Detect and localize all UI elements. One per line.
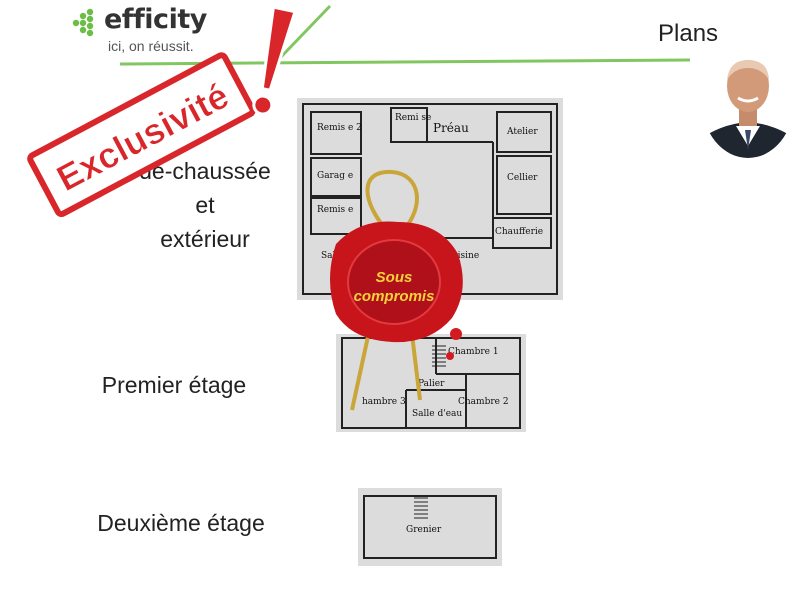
second-floor-plan: Grenier — [358, 488, 502, 566]
first-floor-plan: Chambre 1 Palier hambre 3 Chambre 2 Sall… — [336, 334, 526, 432]
efficity-logo: efficity ici, on réussit. — [70, 4, 220, 56]
room-cuisine: Cuisine — [445, 251, 479, 261]
logo-dots-icon — [72, 8, 94, 37]
brand-name: efficity — [104, 4, 207, 35]
seal-line1: Sous — [375, 269, 413, 286]
room-remise2: Remis e 2 — [317, 123, 362, 133]
room-remise: Remi se — [395, 113, 431, 123]
seal-line2: compromis — [353, 288, 435, 305]
brand-tagline: ici, on réussit. — [108, 38, 194, 54]
room-palier: Palier — [418, 379, 445, 389]
room-remise3: Remis e — [317, 205, 353, 215]
agent-avatar — [702, 46, 794, 158]
seal-text: Sous compromis — [344, 268, 444, 306]
room-chambre1: Chambre 1 — [448, 347, 499, 357]
room-preau: Préau — [433, 121, 469, 135]
first-floor-label: Premier étage — [101, 372, 247, 398]
room-chaufferie: Chaufferie — [495, 227, 543, 237]
room-cellier: Cellier — [507, 173, 538, 183]
room-chambre2: Chambre 2 — [458, 397, 509, 407]
room-salle-eau: Salle d'eau — [412, 409, 462, 419]
second-floor-label: Deuxième étage — [97, 510, 265, 536]
ground-floor-label-line2: et — [195, 192, 215, 218]
page-title: Plans — [658, 20, 719, 47]
room-salle: Sal — [321, 251, 336, 261]
room-grenier: Grenier — [406, 525, 442, 535]
exclusivite-stamp: Exclusivité — [27, 5, 297, 218]
room-chambre3: hambre 3 — [362, 397, 406, 407]
room-garage: Garag e — [317, 171, 353, 181]
ground-floor-label-line3: extérieur — [160, 226, 250, 252]
room-atelier: Atelier — [506, 127, 538, 137]
